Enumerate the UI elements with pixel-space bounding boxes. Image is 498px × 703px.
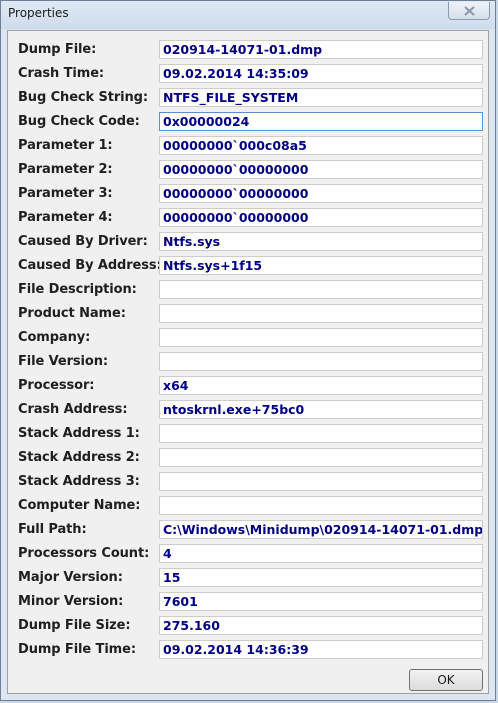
label-caused-by-address: Caused By Address: bbox=[18, 258, 162, 273]
row-parameter-3: Parameter 3: 00000000`00000000 bbox=[8, 183, 488, 207]
close-icon bbox=[463, 5, 475, 16]
label-major-version: Major Version: bbox=[18, 570, 123, 585]
properties-list: Dump File: 020914-14071-01.dmp Crash Tim… bbox=[8, 39, 488, 663]
row-parameter-1: Parameter 1: 00000000`000c08a5 bbox=[8, 135, 488, 159]
label-dump-file-size: Dump File Size: bbox=[18, 618, 131, 633]
row-parameter-4: Parameter 4: 00000000`00000000 bbox=[8, 207, 488, 231]
field-processor[interactable]: x64 bbox=[159, 376, 483, 395]
row-processor: Processor: x64 bbox=[8, 375, 488, 399]
field-dump-file-time[interactable]: 09.02.2014 14:36:39 bbox=[159, 640, 483, 659]
label-stack-address-3: Stack Address 3: bbox=[18, 474, 140, 489]
field-stack-address-2[interactable] bbox=[159, 448, 483, 467]
label-parameter-3: Parameter 3: bbox=[18, 186, 113, 201]
row-parameter-2: Parameter 2: 00000000`00000000 bbox=[8, 159, 488, 183]
row-bug-check-string: Bug Check String: NTFS_FILE_SYSTEM bbox=[8, 87, 488, 111]
field-file-description[interactable] bbox=[159, 280, 483, 299]
label-full-path: Full Path: bbox=[18, 522, 87, 537]
row-processors-count: Processors Count: 4 bbox=[8, 543, 488, 567]
row-minor-version: Minor Version: 7601 bbox=[8, 591, 488, 615]
label-minor-version: Minor Version: bbox=[18, 594, 124, 609]
field-processors-count[interactable]: 4 bbox=[159, 544, 483, 563]
row-dump-file-size: Dump File Size: 275.160 bbox=[8, 615, 488, 639]
label-file-description: File Description: bbox=[18, 282, 137, 297]
window-title: Properties bbox=[8, 6, 69, 20]
label-computer-name: Computer Name: bbox=[18, 498, 141, 513]
properties-panel: Dump File: 020914-14071-01.dmp Crash Tim… bbox=[7, 30, 489, 694]
field-caused-by-address[interactable]: Ntfs.sys+1f15 bbox=[159, 256, 483, 275]
row-company: Company: bbox=[8, 327, 488, 351]
row-major-version: Major Version: 15 bbox=[8, 567, 488, 591]
row-caused-by-driver: Caused By Driver: Ntfs.sys bbox=[8, 231, 488, 255]
row-dump-file-time: Dump File Time: 09.02.2014 14:36:39 bbox=[8, 639, 488, 663]
row-file-version: File Version: bbox=[8, 351, 488, 375]
label-file-version: File Version: bbox=[18, 354, 108, 369]
label-bug-check-code: Bug Check Code: bbox=[18, 114, 140, 129]
label-caused-by-driver: Caused By Driver: bbox=[18, 234, 148, 249]
field-parameter-1[interactable]: 00000000`000c08a5 bbox=[159, 136, 483, 155]
label-parameter-4: Parameter 4: bbox=[18, 210, 113, 225]
field-computer-name[interactable] bbox=[159, 496, 483, 515]
close-button[interactable] bbox=[448, 2, 490, 20]
row-computer-name: Computer Name: bbox=[8, 495, 488, 519]
label-dump-file: Dump File: bbox=[18, 42, 97, 57]
title-bar[interactable]: Properties bbox=[1, 1, 495, 29]
field-parameter-4[interactable]: 00000000`00000000 bbox=[159, 208, 483, 227]
label-parameter-2: Parameter 2: bbox=[18, 162, 113, 177]
field-dump-file-size[interactable]: 275.160 bbox=[159, 616, 483, 635]
label-crash-address: Crash Address: bbox=[18, 402, 128, 417]
row-bug-check-code: Bug Check Code: 0x00000024 bbox=[8, 111, 488, 135]
field-parameter-3[interactable]: 00000000`00000000 bbox=[159, 184, 483, 203]
row-crash-time: Crash Time: 09.02.2014 14:35:09 bbox=[8, 63, 488, 87]
field-company[interactable] bbox=[159, 328, 483, 347]
field-caused-by-driver[interactable]: Ntfs.sys bbox=[159, 232, 483, 251]
label-stack-address-1: Stack Address 1: bbox=[18, 426, 140, 441]
row-stack-address-1: Stack Address 1: bbox=[8, 423, 488, 447]
label-product-name: Product Name: bbox=[18, 306, 126, 321]
row-stack-address-2: Stack Address 2: bbox=[8, 447, 488, 471]
row-full-path: Full Path: C:\Windows\Minidump\020914-14… bbox=[8, 519, 488, 543]
field-dump-file[interactable]: 020914-14071-01.dmp bbox=[159, 40, 483, 59]
field-file-version[interactable] bbox=[159, 352, 483, 371]
label-dump-file-time: Dump File Time: bbox=[18, 642, 136, 657]
field-full-path[interactable]: C:\Windows\Minidump\020914-14071-01.dmp bbox=[159, 520, 483, 539]
label-parameter-1: Parameter 1: bbox=[18, 138, 113, 153]
field-bug-check-string[interactable]: NTFS_FILE_SYSTEM bbox=[159, 88, 483, 107]
label-processors-count: Processors Count: bbox=[18, 546, 150, 561]
label-company: Company: bbox=[18, 330, 91, 345]
field-stack-address-3[interactable] bbox=[159, 472, 483, 491]
row-crash-address: Crash Address: ntoskrnl.exe+75bc0 bbox=[8, 399, 488, 423]
field-crash-address[interactable]: ntoskrnl.exe+75bc0 bbox=[159, 400, 483, 419]
row-file-description: File Description: bbox=[8, 279, 488, 303]
field-crash-time[interactable]: 09.02.2014 14:35:09 bbox=[159, 64, 483, 83]
label-processor: Processor: bbox=[18, 378, 95, 393]
row-dump-file: Dump File: 020914-14071-01.dmp bbox=[8, 39, 488, 63]
field-parameter-2[interactable]: 00000000`00000000 bbox=[159, 160, 483, 179]
field-minor-version[interactable]: 7601 bbox=[159, 592, 483, 611]
row-stack-address-3: Stack Address 3: bbox=[8, 471, 488, 495]
label-bug-check-string: Bug Check String: bbox=[18, 90, 148, 105]
row-caused-by-address: Caused By Address: Ntfs.sys+1f15 bbox=[8, 255, 488, 279]
field-bug-check-code[interactable]: 0x00000024 bbox=[159, 112, 483, 131]
label-crash-time: Crash Time: bbox=[18, 66, 105, 81]
ok-button[interactable]: OK bbox=[409, 669, 483, 691]
field-stack-address-1[interactable] bbox=[159, 424, 483, 443]
row-product-name: Product Name: bbox=[8, 303, 488, 327]
field-product-name[interactable] bbox=[159, 304, 483, 323]
label-stack-address-2: Stack Address 2: bbox=[18, 450, 140, 465]
field-major-version[interactable]: 15 bbox=[159, 568, 483, 587]
